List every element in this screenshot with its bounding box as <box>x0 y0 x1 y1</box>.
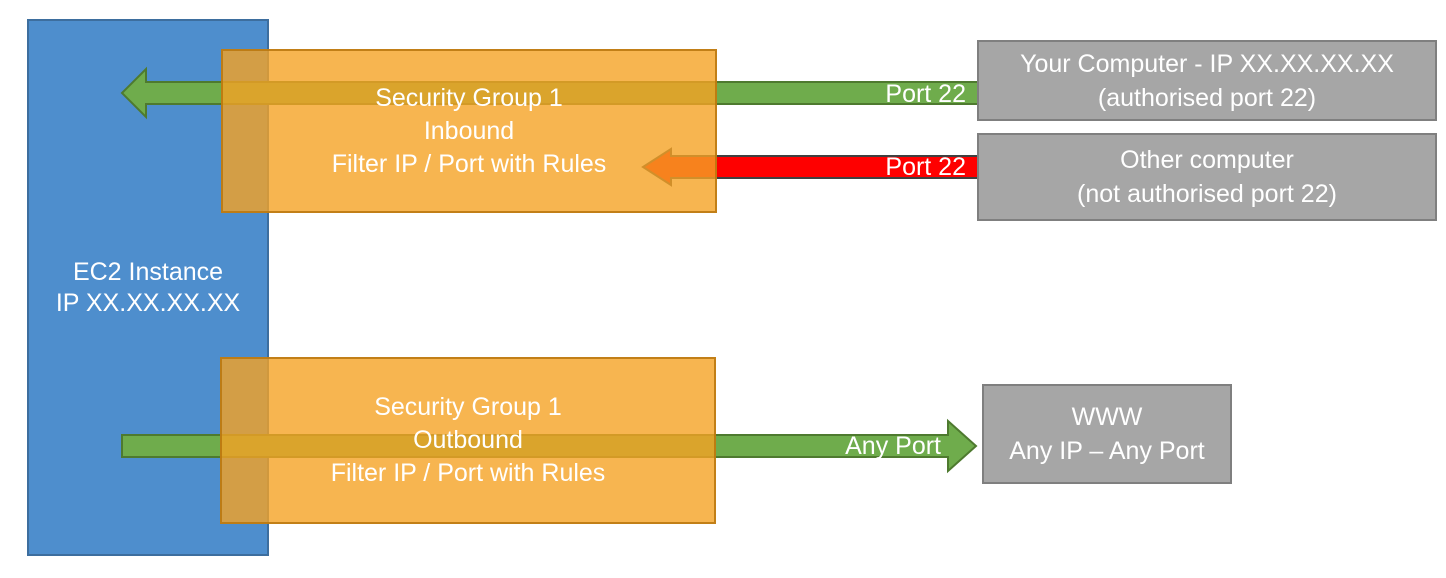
ec2-instance-title: EC2 Instance <box>72 257 224 286</box>
inbound-blocked-port-label: Port 22 <box>885 153 966 181</box>
other-computer-title: Other computer <box>1120 146 1294 174</box>
security-group-outbound-description: Filter IP / Port with Rules <box>330 459 606 487</box>
your-computer-note: (authorised port 22) <box>1097 83 1317 112</box>
security-group-outbound-box: Security Group 1 Outbound Filter IP / Po… <box>220 357 716 524</box>
your-computer-title: Your Computer - IP XX.XX.XX.XX <box>1020 49 1394 78</box>
security-group-inbound-box: Security Group 1 Inbound Filter IP / Por… <box>221 49 717 213</box>
www-note: Any IP – Any Port <box>1009 437 1205 465</box>
outbound-port-label: Any Port <box>845 432 941 460</box>
other-computer-note: (not authorised port 22) <box>1077 180 1337 208</box>
your-computer-box: Your Computer - IP XX.XX.XX.XX (authoris… <box>977 40 1437 121</box>
security-group-outbound-direction: Outbound <box>413 426 523 454</box>
www-box: WWW Any IP – Any Port <box>982 384 1232 484</box>
security-group-inbound-description: Filter IP / Port with Rules <box>331 149 607 178</box>
security-group-inbound-title: Security Group 1 <box>375 83 563 112</box>
security-group-outbound-title: Security Group 1 <box>374 393 562 421</box>
www-title: WWW <box>1071 403 1143 431</box>
inbound-allowed-port-label: Port 22 <box>885 80 966 108</box>
security-group-inbound-direction: Inbound <box>423 116 515 145</box>
ec2-instance-ip: IP XX.XX.XX.XX <box>55 288 241 317</box>
other-computer-box: Other computer (not authorised port 22) <box>977 133 1437 221</box>
